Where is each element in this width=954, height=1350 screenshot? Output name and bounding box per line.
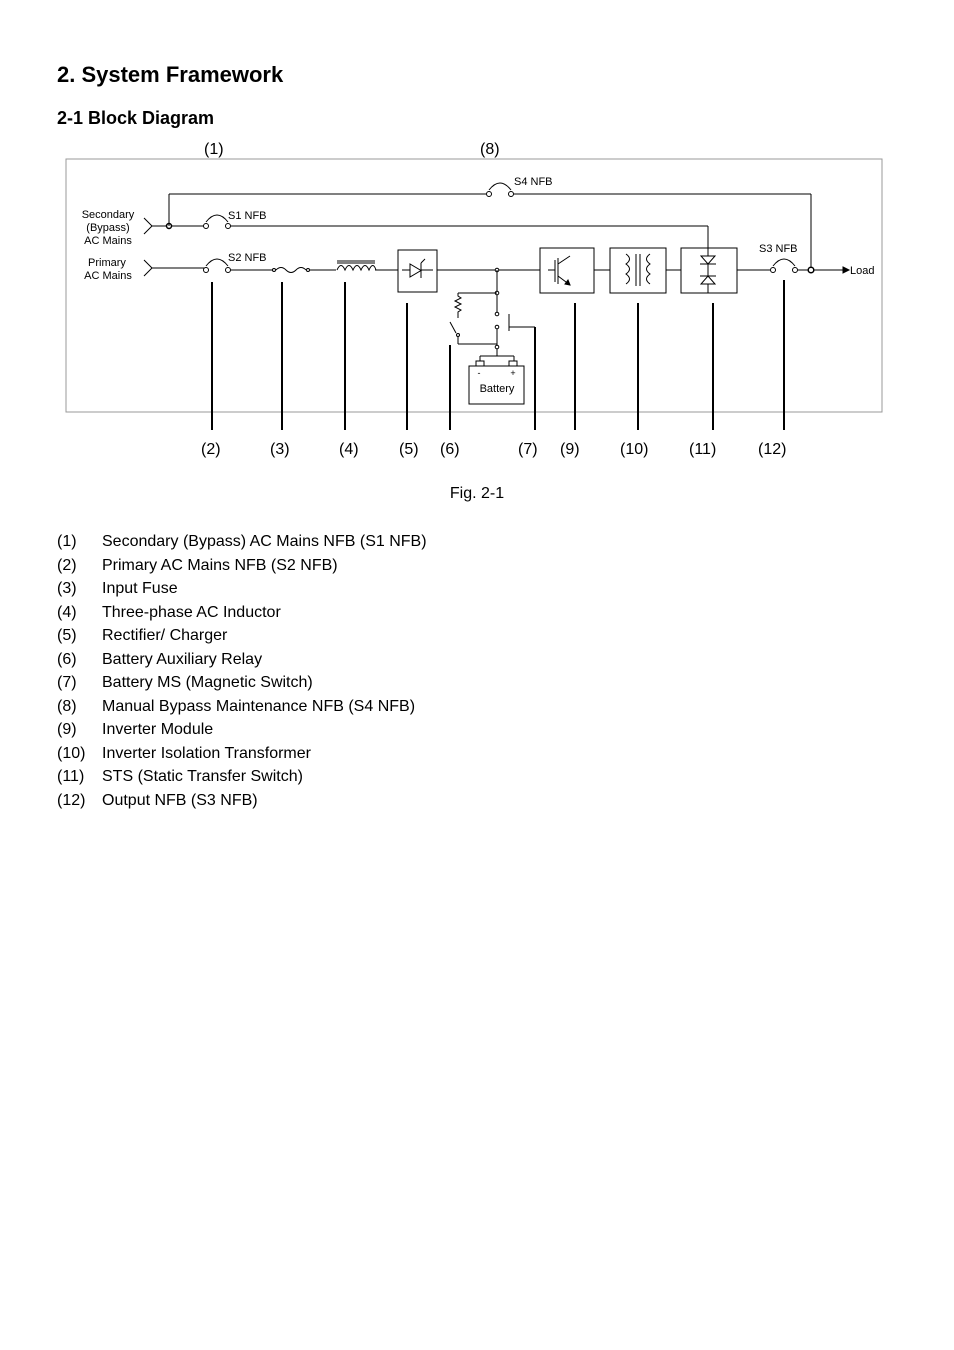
legend-item: (1) Secondary (Bypass) AC Mains NFB (S1 N… [57, 530, 427, 554]
legend-item: (10) Inverter Isolation Transformer [57, 742, 427, 766]
secondary-input-arrow [143, 217, 153, 235]
legend-item: (5) Rectifier/ Charger [57, 624, 427, 648]
transformer-box [609, 247, 667, 294]
callout-4: (4) [339, 441, 359, 458]
legend-item: (8) Manual Bypass Maintenance NFB (S4 NFB… [57, 695, 427, 719]
legend-number: (11) [57, 768, 85, 785]
diagram-frame [65, 158, 883, 413]
legend-number: (5) [57, 627, 77, 644]
secondary-label-3: AC Mains [84, 235, 132, 247]
legend-text: Secondary (Bypass) AC Mains NFB (S1 NFB) [102, 533, 427, 550]
callout-12: (12) [758, 441, 786, 458]
section-title: 2. System Framework [57, 62, 284, 87]
legend-item: (2) Primary AC Mains NFB (S2 NFB) [57, 554, 427, 578]
load-label: Load [850, 265, 874, 277]
legend-number: (3) [57, 580, 77, 597]
legend-number: (7) [57, 674, 77, 691]
callout-8: (8) [480, 141, 500, 158]
legend-text: Input Fuse [102, 580, 178, 597]
legend-item: (4) Three-phase AC Inductor [57, 601, 427, 625]
battery-label: Battery [480, 383, 515, 395]
legend-number: (10) [57, 744, 86, 762]
legend-text: Inverter Module [102, 721, 214, 738]
legend-text: Battery Auxiliary Relay [102, 650, 263, 668]
legend-text: Output NFB (S3 NFB) [102, 791, 258, 809]
battery-minus: - [478, 368, 481, 378]
legend-item: (9) Inverter Module [57, 718, 427, 742]
legend-number: (6) [57, 650, 77, 668]
secondary-label-1: Secondary [82, 209, 135, 221]
callout-5: (5) [399, 441, 419, 458]
legend-number: (8) [57, 697, 77, 715]
callout-2: (2) [201, 441, 221, 458]
s3-label: S3 NFB [759, 243, 798, 255]
primary-label-2: AC Mains [84, 270, 132, 282]
legend-text: Battery MS (Magnetic Switch) [102, 674, 313, 691]
callout-7: (7) [518, 441, 538, 458]
callout-1: (1) [204, 141, 224, 158]
legend-text: Three-phase AC Inductor [102, 603, 281, 621]
s1-label: S1 NFB [228, 210, 267, 222]
legend-item: (3) Input Fuse [57, 577, 427, 601]
battery-box [468, 365, 525, 405]
s4-label: S4 NFB [514, 176, 553, 188]
callout-6: (6) [440, 441, 460, 458]
primary-input-arrow [143, 259, 153, 277]
legend-number: (12) [57, 791, 86, 809]
legend-item: (6) Battery Auxiliary Relay [57, 648, 427, 672]
legend-text: Primary AC Mains NFB (S2 NFB) [102, 556, 338, 574]
legend-item: (12) Output NFB (S3 NFB) [57, 789, 427, 813]
legend-text: Inverter Isolation Transformer [102, 744, 311, 762]
legend-text: Manual Bypass Maintenance NFB (S4 NFB) [102, 697, 416, 715]
figure-caption: Fig. 2-1 [449, 485, 505, 502]
component-legend: (1) Secondary (Bypass) AC Mains NFB (S1 N… [57, 530, 427, 812]
battery-plus: + [510, 368, 515, 378]
legend-number: (2) [57, 556, 77, 574]
legend-text: Rectifier/ Charger [102, 627, 228, 644]
s2-label: S2 NFB [228, 252, 267, 264]
secondary-label-2: (Bypass) [86, 222, 129, 234]
subsection-title: 2-1 Block Diagram [57, 108, 215, 128]
callout-10: (10) [620, 441, 648, 458]
legend-item: (7) Battery MS (Magnetic Switch) [57, 671, 427, 695]
block-diagram: (1) (8) Secondary (Bypass) AC Mains Prim… [65, 141, 883, 458]
callout-11: (11) [689, 441, 716, 458]
primary-label-1: Primary [88, 257, 126, 269]
rectifier-box [397, 249, 438, 293]
legend-number: (9) [57, 721, 77, 738]
legend-text: STS (Static Transfer Switch) [102, 768, 303, 785]
sts-box [680, 247, 738, 294]
legend-number: (4) [57, 603, 77, 621]
legend-item: (11) STS (Static Transfer Switch) [57, 765, 427, 789]
output-node [807, 266, 815, 274]
callout-9: (9) [560, 441, 580, 458]
legend-number: (1) [57, 533, 77, 550]
callout-3: (3) [270, 441, 290, 458]
